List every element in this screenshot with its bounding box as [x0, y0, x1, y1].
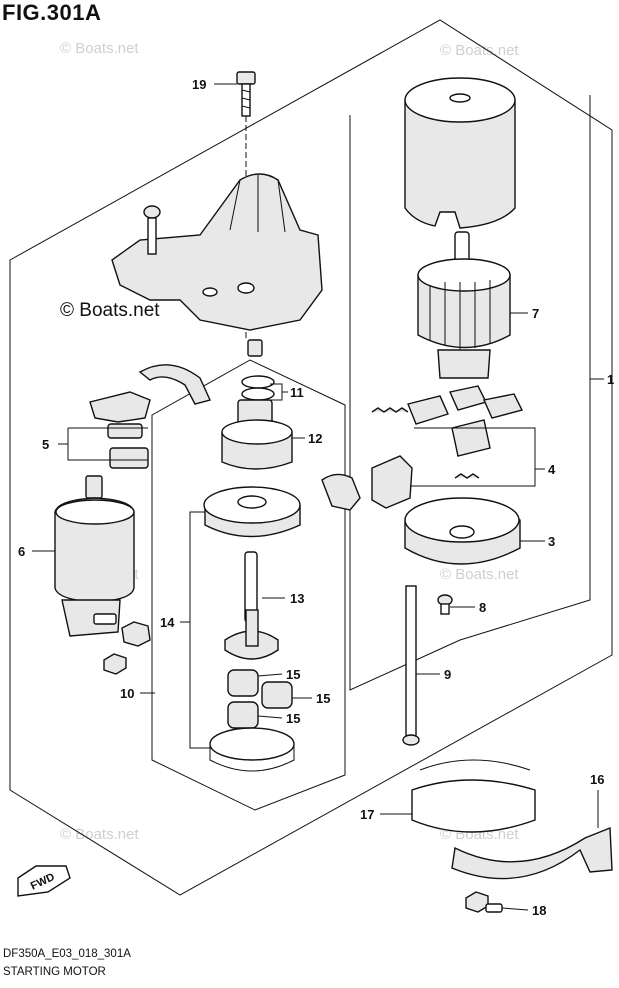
motor-yoke [404, 77, 516, 229]
callout-16: 16 [590, 772, 604, 787]
bolt-18 [465, 891, 503, 913]
callout-15: 15 [286, 667, 300, 682]
internal-gear-10 [209, 727, 295, 772]
callout-3: 3 [548, 534, 555, 549]
band-17 [411, 759, 536, 833]
screw-8 [437, 594, 453, 615]
figure-caption: STARTING MOTOR [3, 966, 106, 978]
group-frame-10 [151, 359, 346, 811]
callout-18: 18 [532, 903, 546, 918]
solenoid-6 [54, 475, 151, 675]
shaft-13 [224, 551, 279, 660]
callout-8: 8 [479, 600, 486, 615]
pinion-12 [221, 399, 293, 470]
watermark: © Boats.net [60, 826, 139, 843]
callout-7: 7 [532, 306, 539, 321]
watermark-main: © Boats.net [60, 300, 160, 321]
screw [143, 205, 161, 255]
leader-lines [32, 83, 604, 911]
callout-11: 11 [290, 385, 304, 400]
callout-15: 15 [316, 691, 330, 706]
model-code: DF350A_E03_018_301A [3, 948, 131, 960]
callout-15: 15 [286, 711, 300, 726]
watermark: © Boats.net [60, 40, 139, 57]
front-housing [111, 173, 323, 357]
brush-holder-4 [321, 385, 524, 511]
assembly-outline [9, 19, 613, 896]
center-bracket [203, 486, 301, 538]
shift-lever-5 [89, 364, 211, 469]
watermark: © Boats.net [440, 42, 519, 59]
fwd-arrow-icon: FWD [17, 865, 71, 897]
callout-1: 1 [607, 372, 614, 387]
callout-14: 14 [160, 615, 175, 630]
callout-19: 19 [192, 77, 206, 92]
watermark: © Boats.net [440, 566, 519, 583]
callout-13: 13 [290, 591, 304, 606]
end-cover-3 [404, 497, 521, 565]
callout-4: 4 [548, 462, 556, 477]
figure-title: FIG.301A [2, 0, 102, 25]
bracket-16 [451, 826, 613, 880]
callout-5: 5 [42, 437, 49, 452]
through-bolt-9 [402, 585, 420, 746]
armature-7 [417, 231, 511, 379]
callout-17: 17 [360, 807, 374, 822]
callout-12: 12 [308, 431, 322, 446]
planet-gears-15 [227, 669, 293, 729]
callout-6: 6 [18, 544, 25, 559]
callout-10: 10 [120, 686, 134, 701]
rings-11 [241, 375, 275, 401]
callout-9: 9 [444, 667, 451, 682]
